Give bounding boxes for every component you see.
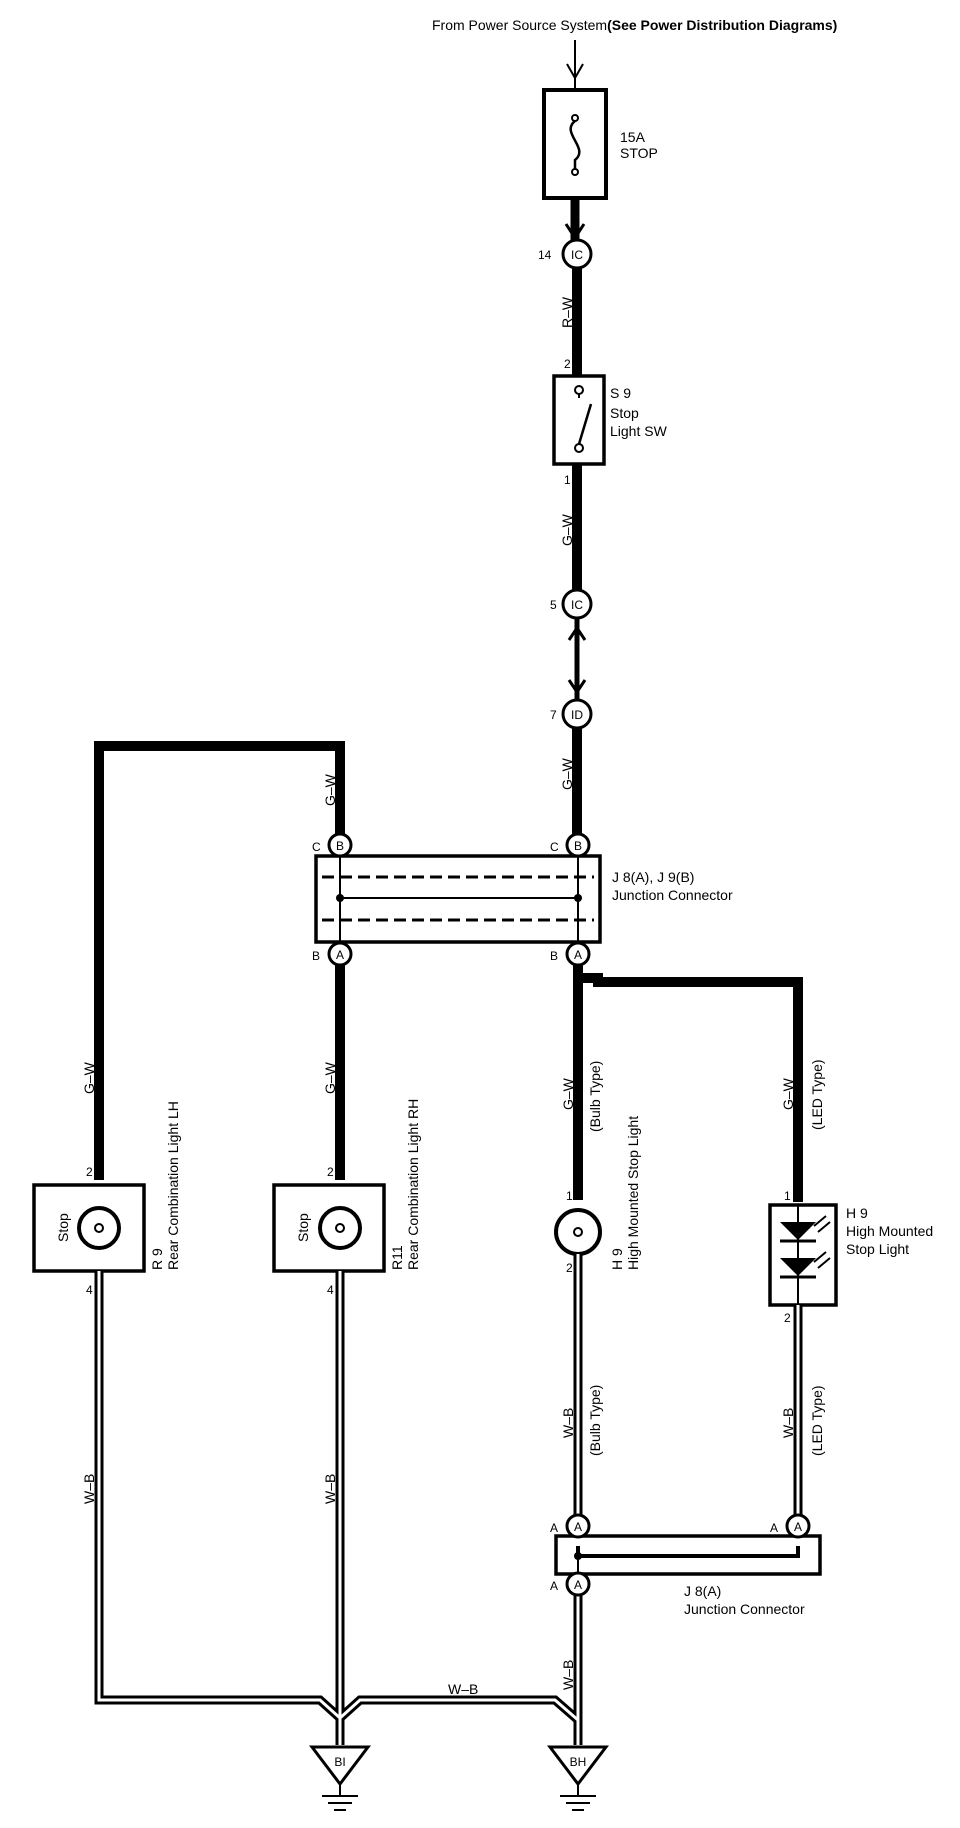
led-pin-top: 1: [784, 1189, 791, 1203]
junction-upper-label2: Junction Connector: [612, 887, 733, 903]
wire-label-wb-3: W–B: [560, 1408, 576, 1438]
wire-label-bulb-type-1: (Bulb Type): [587, 1061, 603, 1132]
wire-label-gw-1: G–W: [559, 513, 575, 546]
wire-label-gw-7: G–W: [780, 1077, 796, 1110]
junction-pin-c-right: C: [550, 840, 559, 854]
switch-line2: Light SW: [610, 423, 668, 439]
fuse-name: STOP: [620, 145, 658, 161]
svg-text:ID: ID: [571, 708, 583, 722]
wire-label-led-type-2: (LED Type): [809, 1385, 825, 1456]
wire-label-wb-4: W–B: [780, 1408, 796, 1438]
wire-label-rw: R–W: [559, 296, 575, 328]
junction-lower-terminal-right-top: A: [785, 1513, 811, 1539]
rh-stop-label: Stop: [295, 1213, 311, 1242]
svg-text:A: A: [574, 1520, 582, 1534]
pin-5: 5: [550, 598, 557, 612]
wb-ground-wires: [94, 1254, 803, 1745]
wire-label-gw-2: G–W: [559, 757, 575, 790]
switch-id: S 9: [610, 385, 631, 401]
junction-lower-terminal-left-top: A: [565, 1513, 591, 1539]
wire-label-bulb-type-2: (Bulb Type): [587, 1385, 603, 1456]
junction-lower-label1: J 8(A): [684, 1583, 721, 1599]
junction-pin-b-left: B: [312, 949, 320, 963]
wire-label-gw-4: G–W: [322, 1061, 338, 1094]
fuse-15a-stop: [542, 80, 608, 200]
rear-combination-light-lh: [32, 1183, 146, 1273]
pin-14: 14: [538, 248, 552, 262]
connector-mating-arrows: [567, 618, 587, 700]
wire-label-gw-3: G–W: [322, 773, 338, 806]
junction-terminal-a-right: A: [565, 941, 591, 967]
rh-id: R11: [389, 1245, 405, 1270]
svg-text:B: B: [574, 839, 582, 853]
fuse-rating: 15A: [620, 129, 646, 145]
ground-bh: BH: [546, 1745, 610, 1811]
led-id: H 9: [846, 1205, 868, 1221]
wire-label-gw-6: G–W: [560, 1077, 576, 1110]
lh-name: Rear Combination Light LH: [165, 1101, 181, 1270]
ground-bi: BI: [308, 1745, 372, 1811]
led-line2: Stop Light: [846, 1241, 909, 1257]
svg-text:A: A: [574, 1578, 582, 1592]
junction-lower-pin-3: A: [550, 1579, 558, 1593]
pin-7: 7: [550, 708, 557, 722]
wire-label-wb-1: W–B: [81, 1474, 97, 1504]
svg-text:A: A: [574, 948, 582, 962]
stop-light-switch: [552, 374, 606, 466]
bulb-pin-bottom: 2: [566, 1261, 573, 1275]
connector-ic-5: IC: [561, 588, 593, 620]
svg-text:BH: BH: [570, 1755, 587, 1769]
connector-id-7: ID: [561, 698, 593, 730]
svg-text:BI: BI: [334, 1755, 345, 1769]
rh-name: Rear Combination Light RH: [405, 1099, 421, 1270]
junction-lower-pin-2: A: [770, 1521, 778, 1535]
wire-label-gw-5: G–W: [81, 1061, 97, 1094]
junction-lower-pin-1: A: [550, 1521, 558, 1535]
wire-gw-led: [578, 973, 803, 1202]
svg-text:A: A: [336, 948, 344, 962]
lh-pin-top: 2: [86, 1165, 93, 1179]
junction-pin-c-left: C: [312, 840, 321, 854]
wire-label-led-type-1: (LED Type): [809, 1059, 825, 1130]
bulb-pin-top: 1: [566, 1189, 573, 1203]
bulb-name: High Mounted Stop Light: [625, 1116, 641, 1270]
wire-label-wb-6: W–B: [560, 1660, 576, 1690]
svg-text:IC: IC: [571, 248, 583, 262]
wire-label-wb-2: W–B: [322, 1474, 338, 1504]
junction-terminal-b-left: B: [327, 832, 353, 858]
switch-line1: Stop: [610, 405, 639, 421]
junction-lower-terminal-bottom: A: [565, 1571, 591, 1597]
led-line1: High Mounted: [846, 1223, 933, 1239]
bulb-id: H 9: [609, 1248, 625, 1270]
lh-stop-label: Stop: [55, 1213, 71, 1242]
junction-terminal-b-right: B: [565, 832, 591, 858]
junction-connector-lower: [554, 1534, 822, 1576]
lh-id: R 9: [149, 1248, 165, 1270]
switch-pin-top: 2: [564, 357, 571, 371]
svg-text:B: B: [336, 839, 344, 853]
svg-text:IC: IC: [571, 598, 583, 612]
junction-connector-upper: [314, 854, 602, 944]
junction-lower-label2: Junction Connector: [684, 1601, 805, 1617]
rh-pin-bottom: 4: [327, 1283, 334, 1297]
connector-ic-14: IC: [561, 238, 593, 270]
wire-gw-lh-loop: [94, 741, 345, 1180]
power-source-label: From Power Source System(See Power Distr…: [432, 17, 837, 33]
junction-terminal-a-left: A: [327, 941, 353, 967]
svg-text:A: A: [794, 1520, 802, 1534]
lh-pin-bottom: 4: [86, 1283, 93, 1297]
hmsl-bulb: [554, 1208, 602, 1256]
rear-combination-light-rh: [272, 1183, 386, 1273]
junction-pin-b-right: B: [550, 949, 558, 963]
led-pin-bottom: 2: [784, 1311, 791, 1325]
rh-pin-top: 2: [327, 1165, 334, 1179]
wire-fuse-to-ic: [564, 198, 586, 241]
junction-upper-label1: J 8(A), J 9(B): [612, 869, 694, 885]
power-source-arrow: [566, 40, 584, 81]
wire-label-wb-5: W–B: [448, 1681, 478, 1697]
hmsl-led: [768, 1203, 838, 1307]
switch-pin-bottom: 1: [564, 473, 571, 487]
